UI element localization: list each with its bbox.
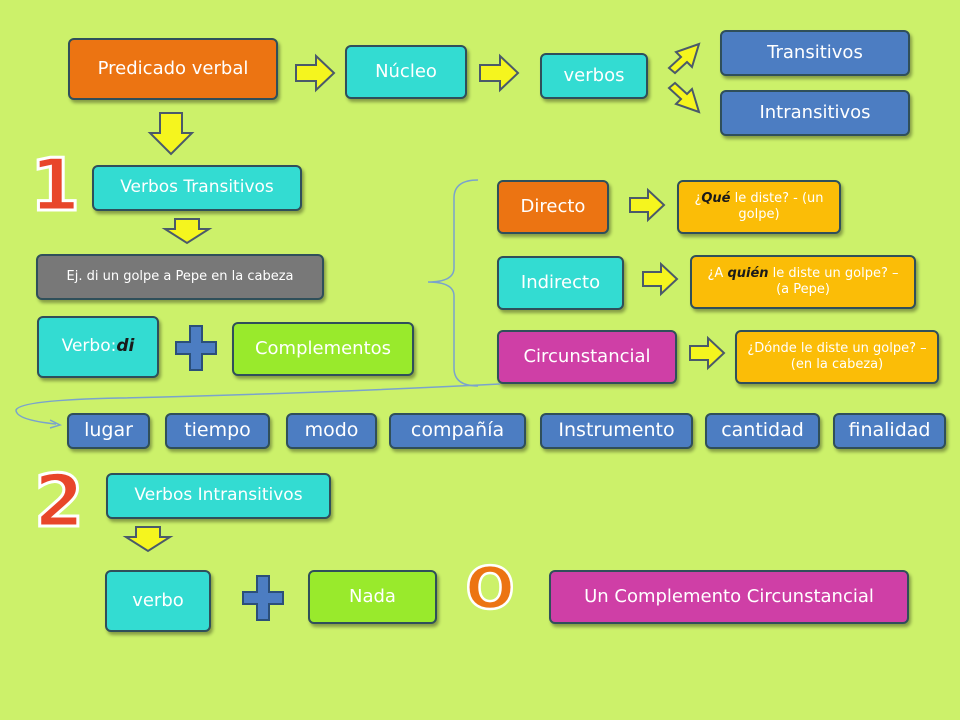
nada-box: Nada bbox=[308, 570, 437, 624]
transitivos-box: Transitivos bbox=[720, 30, 910, 76]
circunstancial-question-box: ¿Dónde le diste un golpe? – (en la cabez… bbox=[735, 330, 939, 384]
nucleo-box: Núcleo bbox=[345, 45, 467, 99]
ejemplo-box: Ej. di un golpe a Pepe en la cabeza bbox=[36, 254, 324, 300]
tag-cantidad: cantidad bbox=[705, 413, 820, 449]
tag-instrumento: Instrumento bbox=[540, 413, 693, 449]
complemento-circunstancial-box: Un Complemento Circunstancial bbox=[549, 570, 909, 624]
predicado-verbal-box: Predicado verbal bbox=[68, 38, 278, 100]
verbos-box: verbos bbox=[540, 53, 648, 99]
arrow-down-3 bbox=[122, 526, 174, 553]
indirecto-box: Indirecto bbox=[497, 256, 624, 310]
verbos-intransitivos-box: Verbos Intransitivos bbox=[106, 473, 331, 519]
plus-icon-1 bbox=[175, 325, 217, 371]
svg-text:2: 2 bbox=[34, 459, 84, 543]
verbo-di-box: Verbo: di bbox=[37, 316, 159, 378]
bracket-brace bbox=[427, 179, 479, 387]
verbo-label: Verbo: bbox=[61, 336, 117, 357]
arrow-right-1 bbox=[295, 53, 336, 93]
verbos-transitivos-box: Verbos Transitivos bbox=[92, 165, 302, 211]
arrow-right-circunstancial bbox=[689, 335, 726, 371]
arrow-right-indirecto bbox=[642, 261, 679, 297]
tag-tiempo: tiempo bbox=[165, 413, 270, 449]
circunstancial-box: Circunstancial bbox=[497, 330, 677, 384]
verbo-value: di bbox=[116, 336, 135, 357]
directo-box: Directo bbox=[497, 180, 609, 234]
verbo-box: verbo bbox=[105, 570, 211, 632]
directo-question-box: ¿Qué le diste? - (un golpe) bbox=[677, 180, 841, 234]
svg-text:1: 1 bbox=[30, 143, 80, 227]
intransitivos-box: Intransitivos bbox=[720, 90, 910, 136]
svg-text:O: O bbox=[465, 554, 514, 622]
arrow-down-1 bbox=[147, 112, 195, 156]
arrow-up-right bbox=[667, 42, 701, 75]
tag-compania: compañía bbox=[389, 413, 526, 449]
complementos-box: Complementos bbox=[232, 322, 414, 376]
arrow-right-2 bbox=[479, 53, 520, 93]
arrow-down-2 bbox=[161, 218, 213, 245]
tag-modo: modo bbox=[286, 413, 377, 449]
o-letter: O bbox=[464, 553, 516, 624]
indirecto-question-box: ¿A quién le diste un golpe? – (a Pepe) bbox=[690, 255, 916, 309]
indirecto-question: ¿A quién le diste un golpe? – (a Pepe) bbox=[707, 265, 899, 297]
arrow-down-right bbox=[667, 81, 701, 114]
tag-finalidad: finalidad bbox=[833, 413, 946, 449]
arrow-right-directo bbox=[629, 187, 666, 223]
plus-icon-2 bbox=[242, 575, 284, 621]
directo-question: ¿Qué le diste? - (un golpe) bbox=[694, 190, 824, 222]
section-number-1: 1 bbox=[28, 142, 81, 229]
connector-curve bbox=[15, 383, 501, 429]
section-number-2: 2 bbox=[32, 458, 85, 545]
tag-lugar: lugar bbox=[67, 413, 150, 449]
